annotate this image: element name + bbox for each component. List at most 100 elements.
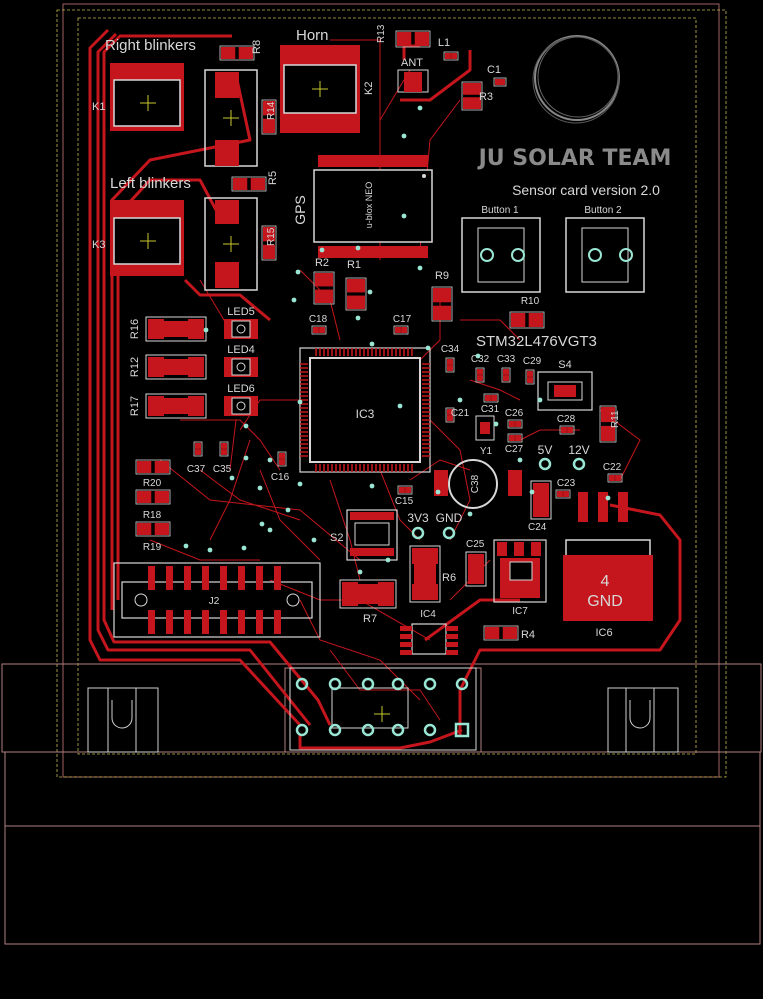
label-5v: 5V: [538, 443, 553, 457]
capacitor-c25[interactable]: [465, 551, 487, 587]
mcu-ic3[interactable]: [299, 347, 431, 473]
designator-c18: C18: [309, 314, 328, 325]
component-c1[interactable]: [493, 77, 507, 87]
button-2[interactable]: [565, 217, 645, 293]
component-r10[interactable]: [509, 311, 545, 329]
designator-r2: R2: [315, 257, 329, 269]
designator-ic4: IC4: [420, 609, 436, 620]
via: [457, 397, 463, 403]
testpoint-12v[interactable]: [572, 457, 586, 471]
via: [207, 547, 213, 553]
crystal-c38[interactable]: [434, 459, 522, 509]
component-r2[interactable]: [313, 271, 335, 305]
via: [435, 489, 441, 495]
regulator-ic6[interactable]: [563, 492, 653, 621]
via: [243, 455, 249, 461]
label-12v: 12V: [568, 443, 589, 457]
designator-k1: K1: [92, 101, 105, 113]
mcu-part-label: STM32L476VGT3: [476, 333, 597, 350]
crystal-y1[interactable]: [475, 415, 495, 441]
via: [369, 483, 375, 489]
designator-r16: R16: [129, 319, 141, 339]
testpoint-5v[interactable]: [538, 457, 552, 471]
resistor-r7[interactable]: [339, 579, 397, 609]
component-r5[interactable]: [231, 176, 267, 192]
via: [475, 353, 481, 359]
component-r13[interactable]: [395, 30, 431, 48]
component-r20[interactable]: [135, 459, 171, 475]
component-c16[interactable]: [277, 451, 287, 467]
component-c33[interactable]: [501, 367, 511, 383]
component-c22[interactable]: [607, 473, 623, 483]
ic7[interactable]: [493, 539, 547, 603]
via: [291, 297, 297, 303]
relay-k3[interactable]: [110, 197, 258, 291]
component-c15[interactable]: [397, 485, 413, 495]
component-r15[interactable]: [261, 225, 277, 261]
component-r4[interactable]: [483, 625, 519, 641]
component-r1[interactable]: [345, 277, 367, 311]
component-c32[interactable]: [475, 367, 485, 383]
component-c17[interactable]: [393, 325, 409, 335]
component-c31[interactable]: [483, 393, 499, 403]
via: [297, 481, 303, 487]
led6[interactable]: [224, 396, 258, 416]
designator-r15: R15: [266, 227, 277, 246]
component-c28[interactable]: [559, 425, 575, 435]
designator-c34: C34: [441, 344, 460, 355]
component-r3[interactable]: [461, 81, 483, 111]
component-r14[interactable]: [261, 99, 277, 135]
gps-module[interactable]: [313, 155, 433, 258]
resistor-r12[interactable]: [145, 354, 207, 380]
via: [529, 489, 535, 495]
component-l1[interactable]: [443, 51, 459, 61]
via: [357, 569, 363, 575]
designator-r3: R3: [479, 91, 493, 103]
designator-c24: C24: [528, 522, 547, 533]
designator-j2: J2: [209, 596, 220, 607]
testpoint-gnd[interactable]: [442, 526, 456, 540]
component-c29[interactable]: [525, 369, 535, 385]
component-c37[interactable]: [193, 441, 203, 457]
designator-r1: R1: [347, 259, 361, 271]
component-c23[interactable]: [555, 489, 571, 499]
relay-k1[interactable]: [110, 63, 258, 167]
label-ant: ANT: [401, 57, 423, 69]
component-c27[interactable]: [507, 433, 523, 443]
copper-traces: [88, 28, 682, 750]
ic4[interactable]: [400, 623, 458, 655]
resistor-r16[interactable]: [145, 316, 207, 342]
led4[interactable]: [224, 357, 258, 377]
component-c18[interactable]: [311, 325, 327, 335]
switch-s2[interactable]: [346, 509, 398, 561]
via: [319, 247, 325, 253]
component-r18[interactable]: [135, 489, 171, 505]
component-c26[interactable]: [507, 419, 523, 429]
connector-j2[interactable]: [113, 562, 321, 638]
label-horn: Horn: [296, 27, 329, 44]
header-connector[interactable]: [289, 667, 477, 751]
gps-module-text: u-blox NEO: [364, 182, 374, 229]
antenna-connector[interactable]: [397, 69, 429, 93]
via: [267, 527, 273, 533]
designator-ic6: IC6: [595, 627, 612, 639]
designator-r20: R20: [143, 478, 162, 489]
component-r9[interactable]: [431, 286, 453, 322]
designator-r6: R6: [442, 572, 456, 584]
component-c35[interactable]: [219, 441, 229, 457]
component-c34[interactable]: [445, 357, 455, 373]
component-r8[interactable]: [219, 45, 255, 61]
resistor-r17[interactable]: [145, 393, 207, 419]
resistor-r6[interactable]: [409, 545, 441, 603]
led5[interactable]: [224, 319, 258, 339]
capacitor-c24[interactable]: [530, 480, 552, 520]
designator-r9: R9: [435, 270, 449, 282]
switch-s4[interactable]: [537, 371, 593, 411]
testpoint-3v3[interactable]: [411, 526, 425, 540]
component-c21[interactable]: [445, 407, 455, 423]
button-1[interactable]: [461, 217, 541, 293]
relay-k2[interactable]: [280, 45, 360, 133]
component-r11[interactable]: [599, 405, 617, 443]
component-r19[interactable]: [135, 521, 171, 537]
